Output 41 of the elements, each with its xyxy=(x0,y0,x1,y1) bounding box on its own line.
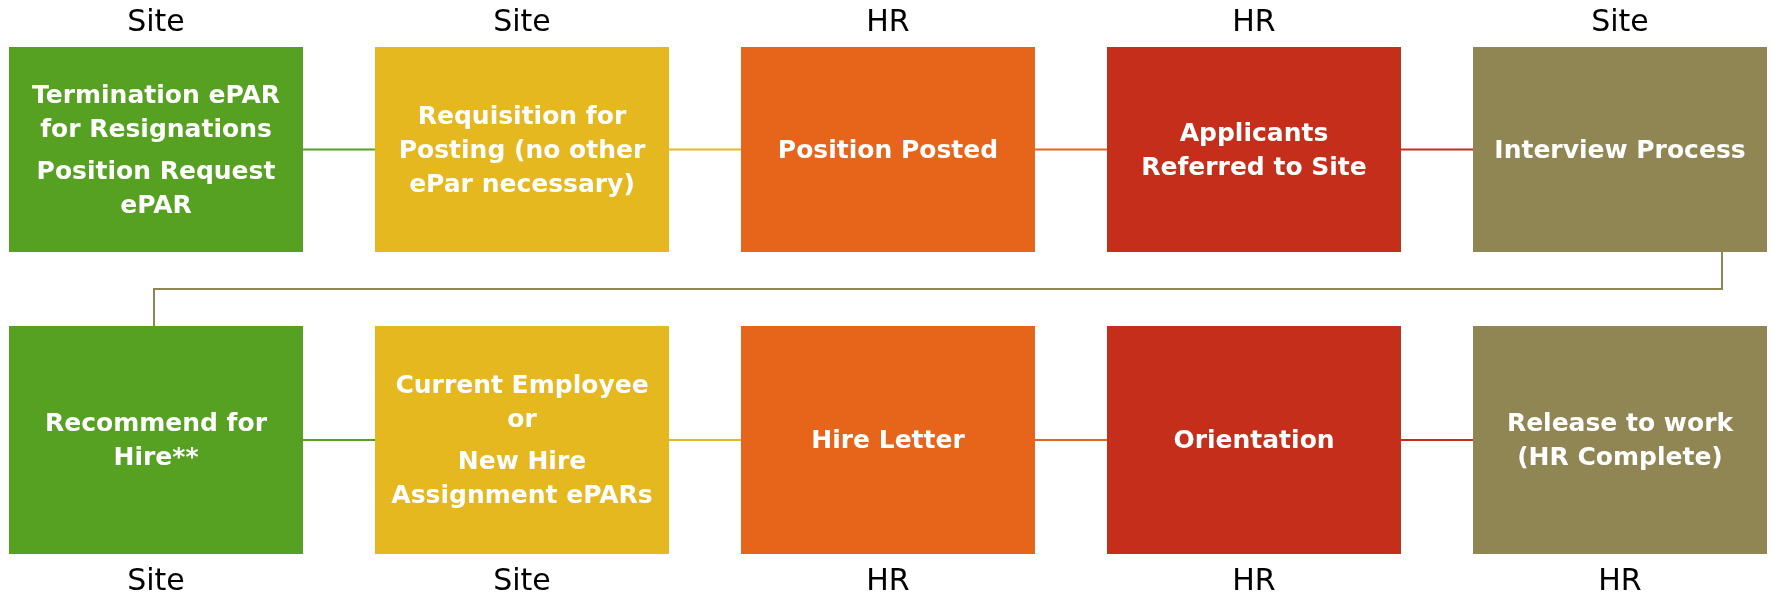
step-text: Orientation xyxy=(1173,424,1335,456)
connector-line xyxy=(302,148,376,151)
process-box xyxy=(1107,326,1401,554)
role-label: Site xyxy=(126,562,186,598)
step-text: Position Request ePAR xyxy=(35,154,277,221)
process-box xyxy=(1107,47,1401,252)
step-text: Recommend for Hire** xyxy=(43,407,268,473)
step-text: Interview Process xyxy=(1494,133,1746,166)
connector-line xyxy=(1400,439,1474,441)
connector-line xyxy=(302,439,376,441)
role-label: HR xyxy=(865,562,911,598)
connector-line xyxy=(153,251,1723,327)
role-label: HR xyxy=(865,3,911,39)
process-box xyxy=(9,326,303,554)
process-box xyxy=(1473,47,1767,252)
step-text: Requisition for Posting (no other ePar necessary) xyxy=(397,99,647,200)
connector-line xyxy=(668,148,742,151)
step-text: Applicants Referred to Site xyxy=(1140,116,1368,183)
connector-line xyxy=(1400,148,1474,151)
process-box xyxy=(375,47,669,252)
process-box xyxy=(1473,326,1767,554)
step-text: New Hire Assignment ePARs xyxy=(390,445,654,511)
connector-line xyxy=(668,439,742,441)
process-box xyxy=(375,326,669,554)
step-text: Hire Letter xyxy=(811,424,965,456)
role-label: Site xyxy=(492,3,552,39)
role-label: HR xyxy=(1231,562,1277,598)
role-label: HR xyxy=(1231,3,1277,39)
process-box xyxy=(741,47,1035,252)
connector-line xyxy=(1034,148,1108,151)
step-text: Current Employee or xyxy=(394,369,650,435)
role-label: HR xyxy=(1597,562,1643,598)
step-text: Position Posted xyxy=(777,133,999,166)
process-box xyxy=(741,326,1035,554)
role-label: Site xyxy=(126,3,186,39)
process-box xyxy=(9,47,303,252)
step-text: Release to work (HR Complete) xyxy=(1505,407,1735,473)
role-label: Site xyxy=(492,562,552,598)
step-text: Termination ePAR for Resignations xyxy=(30,78,282,145)
role-label: Site xyxy=(1590,3,1650,39)
connector-line xyxy=(1034,439,1108,441)
